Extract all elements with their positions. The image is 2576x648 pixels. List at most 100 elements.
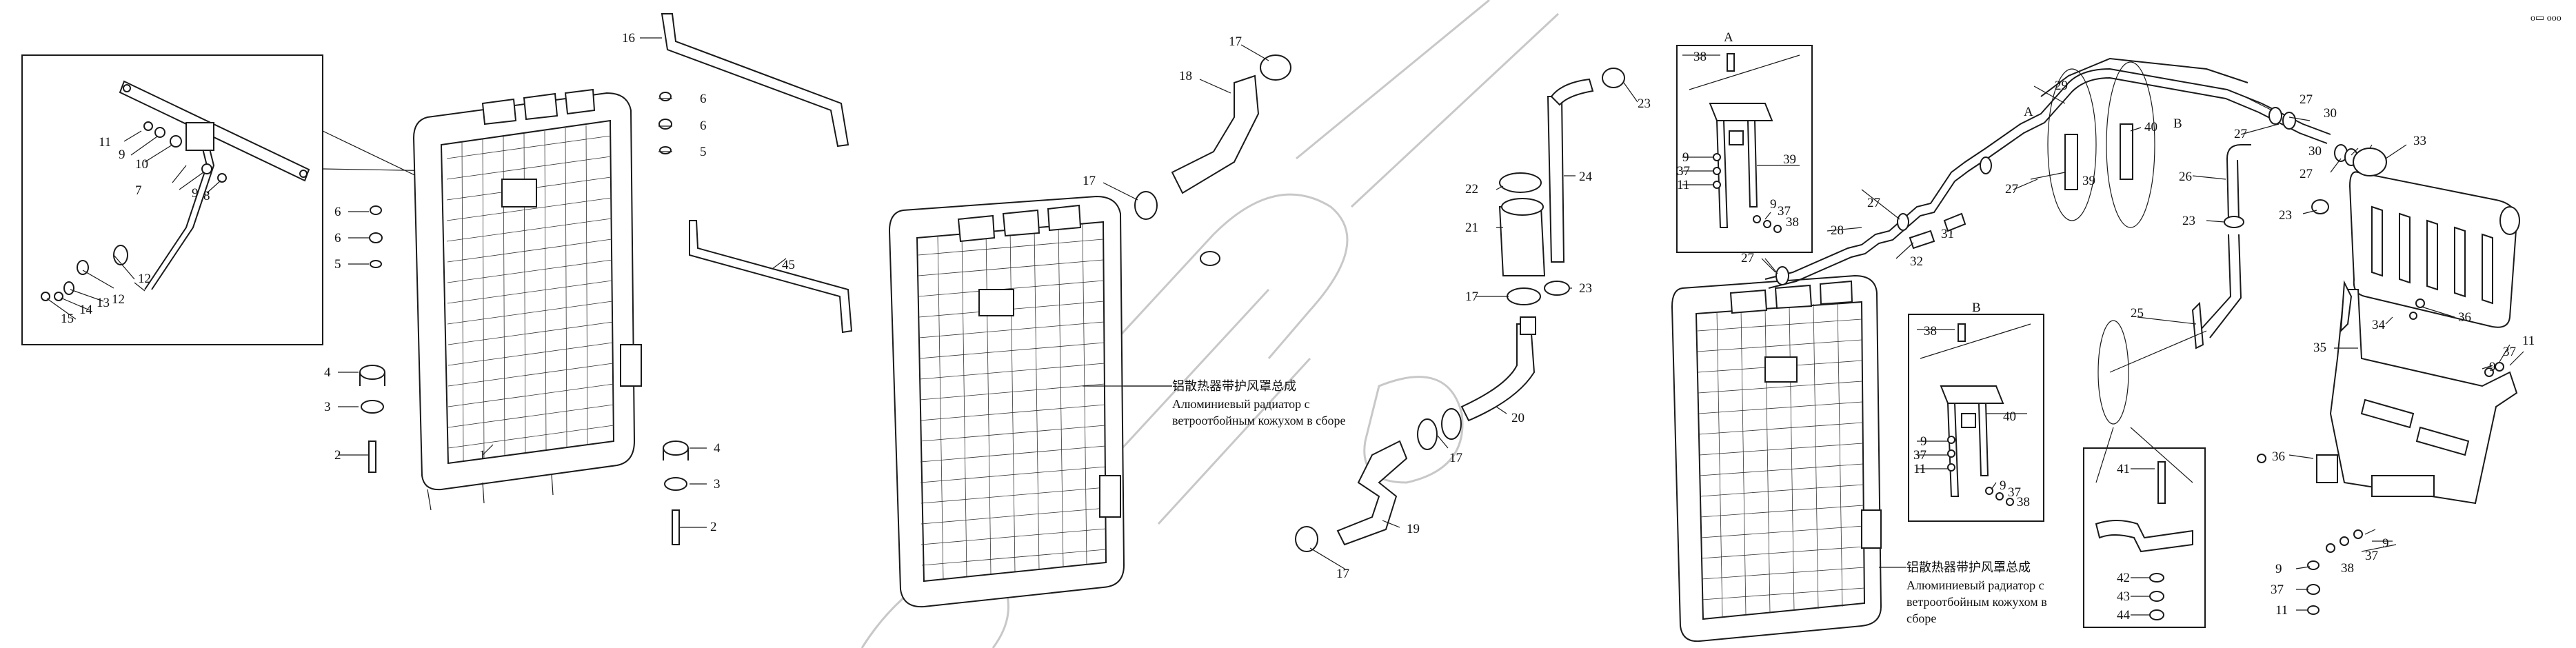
callout-label: 39 bbox=[1783, 152, 1796, 167]
callout-label: 9 bbox=[1682, 150, 1689, 165]
caption-middle-ru1: Алюминиевый радиатор с bbox=[1172, 397, 1310, 411]
caption-right-ru1: Алюминиевый радиатор с bbox=[1906, 578, 2044, 592]
bottom-right-fasteners bbox=[2257, 298, 2504, 615]
callout-label: 9 bbox=[119, 148, 125, 162]
inset-41-44 bbox=[2083, 427, 2206, 628]
corner-label: o▭ ooo bbox=[2530, 13, 2562, 23]
callout-label: 8 bbox=[203, 189, 210, 203]
caption-right-cn: 铝散热器带护风罩总成 bbox=[1906, 560, 2031, 575]
middle-radiator bbox=[888, 195, 1172, 608]
leader-lines bbox=[46, 37, 2524, 616]
callout-label: 6 bbox=[700, 119, 707, 133]
callout-label: 17 bbox=[1449, 451, 1462, 465]
callout-label: 3 bbox=[324, 400, 331, 414]
callout-label: 40 bbox=[2144, 120, 2157, 134]
callout-label: 27 bbox=[1741, 251, 1754, 265]
caption-middle-cn: 铝散热器带护风罩总成 bbox=[1172, 379, 1296, 394]
callout-label: 9 bbox=[2275, 562, 2282, 576]
callout-label: 17 bbox=[1336, 567, 1349, 581]
callout-label: 3 bbox=[714, 477, 721, 492]
callout-label: 9 bbox=[2382, 536, 2389, 551]
left-fasteners bbox=[359, 92, 689, 545]
callout-label: 37 bbox=[2008, 485, 2021, 500]
callout-label: 11 bbox=[2275, 603, 2288, 618]
caption-middle: 铝散热器带护风罩总成 Алюминиевый радиатор с ветроо… bbox=[1124, 379, 1346, 427]
callout-label: 41 bbox=[2117, 462, 2130, 476]
callout-label: 15 bbox=[61, 312, 74, 326]
callout-label: 37 bbox=[2365, 549, 2378, 563]
callout-label: 7 bbox=[135, 183, 142, 198]
callout-label: 17 bbox=[1465, 290, 1478, 304]
callout-label: 38 bbox=[1924, 324, 1937, 338]
callout-label: 1 bbox=[479, 448, 486, 463]
callout-label: 11 bbox=[2522, 334, 2535, 348]
callout-label: 32 bbox=[1910, 254, 1923, 269]
callout-label: 6 bbox=[334, 205, 341, 219]
callout-label: 37 bbox=[2271, 583, 2284, 597]
callout-label: 27 bbox=[2234, 127, 2247, 141]
callout-label: 19 bbox=[1407, 522, 1420, 536]
callout-label: 38 bbox=[2341, 561, 2354, 576]
callout-label: 30 bbox=[2308, 144, 2322, 159]
callout-label: 16 bbox=[622, 31, 635, 45]
callout-label: 36 bbox=[2458, 310, 2471, 325]
callout-label: 5 bbox=[334, 257, 341, 272]
callout-label: 37 bbox=[1778, 204, 1791, 219]
callout-label: 2 bbox=[334, 448, 341, 463]
callout-label: 23 bbox=[2182, 214, 2195, 228]
callout-label: 12 bbox=[138, 272, 151, 286]
callout-label: 18 bbox=[1179, 69, 1192, 83]
callout-label: 27 bbox=[1867, 196, 1880, 210]
callout-label: 14 bbox=[79, 303, 93, 317]
caption-right: 铝散热器带护风罩总成 Алюминиевый радиатор с ветроо… bbox=[1879, 560, 2047, 625]
callout-label: 6 bbox=[700, 92, 707, 106]
callout-label: 37 bbox=[1677, 164, 1690, 179]
callout-label: 42 bbox=[2117, 571, 2130, 585]
callout-label: 28 bbox=[1831, 223, 1844, 238]
callout-label: 21 bbox=[1465, 221, 1478, 235]
expansion-tank bbox=[2348, 148, 2520, 328]
callout-label: 24 bbox=[1579, 170, 1593, 184]
callout-label: 6 bbox=[334, 231, 341, 245]
callout-label: 9 bbox=[1920, 434, 1927, 449]
callout-label: 2 bbox=[710, 520, 717, 534]
callout-label: 9 bbox=[1770, 197, 1777, 212]
callout-label: 23 bbox=[1638, 97, 1651, 111]
callout-label: 44 bbox=[2117, 608, 2131, 622]
right-radiator bbox=[1671, 274, 1882, 642]
callout-label: 45 bbox=[782, 258, 795, 272]
callout-label: 35 bbox=[2313, 341, 2326, 355]
callout-label: 10 bbox=[135, 157, 148, 172]
callout-numbers: 16 6 6 5 6 6 5 4 3 2 1 45 4 3 2 11 9 10 … bbox=[61, 30, 2535, 622]
callout-label: 4 bbox=[714, 441, 721, 456]
callout-label: 37 bbox=[2503, 345, 2516, 359]
callout-label: 31 bbox=[1941, 227, 1954, 241]
callout-label: 27 bbox=[2005, 182, 2018, 196]
callout-label: 37 bbox=[1913, 448, 1926, 463]
callout-label: 5 bbox=[700, 145, 707, 159]
bracket-16 bbox=[661, 13, 849, 148]
callout-label: 27 bbox=[2300, 92, 2313, 107]
callout-label: 17 bbox=[1229, 34, 1242, 49]
callout-label: 13 bbox=[97, 296, 110, 310]
callout-label: 11 bbox=[1677, 178, 1689, 192]
callout-label: 29 bbox=[2055, 79, 2068, 93]
callout-label: 23 bbox=[1579, 281, 1592, 296]
caption-right-ru2: ветроотбойным кожухом в bbox=[1906, 595, 2047, 609]
callout-label: 20 bbox=[1511, 411, 1525, 425]
callout-label: 30 bbox=[2324, 106, 2337, 121]
callout-label: 34 bbox=[2372, 318, 2386, 332]
callout-label: 17 bbox=[1083, 174, 1096, 188]
callout-label: 25 bbox=[2131, 306, 2144, 321]
caption-right-ru3: сборе bbox=[1906, 611, 1936, 625]
right-radiator-grid bbox=[1697, 302, 1865, 618]
left-radiator bbox=[412, 88, 642, 511]
bracket-35 bbox=[2316, 280, 2518, 505]
inset-a bbox=[1676, 45, 1813, 253]
callout-label: 38 bbox=[1693, 50, 1707, 64]
callout-label: 9 bbox=[2000, 478, 2006, 493]
callout-label: 11 bbox=[99, 135, 111, 150]
section-marker-a: A bbox=[2024, 105, 2033, 119]
